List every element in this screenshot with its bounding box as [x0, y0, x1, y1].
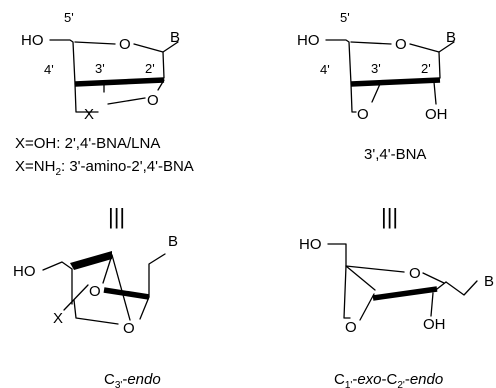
- position-2-label: 2': [421, 61, 431, 76]
- base-label: B: [168, 233, 178, 250]
- caption-lna-line2-prefix: X=NH: [15, 158, 55, 175]
- caption-bna34: 3',4'-BNA: [364, 146, 426, 163]
- c2-c1-bond: [436, 281, 447, 290]
- equivalence-mark-left: |||: [108, 204, 125, 229]
- c4-c3-wedge-bond: [70, 251, 112, 270]
- ring-oxygen-label: O: [395, 36, 407, 53]
- ring-oxygen-label: O: [409, 265, 421, 282]
- position-2-label: 2': [145, 61, 155, 76]
- base-label: B: [484, 273, 494, 290]
- caption-lna-line2: X=NH2: 3'-amino-2',4'-BNA: [15, 158, 194, 178]
- caption-endo: endo: [410, 371, 443, 388]
- caption-c3-endo-italic: endo: [127, 371, 160, 388]
- caption-exo: exo: [357, 371, 381, 388]
- ring-oxygen-label: O: [89, 283, 101, 300]
- bridge-bond-3: [157, 79, 165, 91]
- caption-c2-dash: -: [405, 371, 410, 388]
- caption-c1-exo-c2-endo: C1'-exo-C2'-endo: [334, 371, 443, 388]
- c5-bond: [325, 39, 352, 85]
- c3-c2-bold-bond: [74, 77, 165, 87]
- caption-c3-endo-subscript: 3': [115, 380, 123, 388]
- bridge-bond-2: [371, 83, 381, 103]
- hydroxyl-label: HO: [297, 32, 320, 49]
- hydroxyl-label: HO: [13, 263, 36, 280]
- bridge-bond-1: [74, 83, 99, 113]
- c2-oh-bond: [430, 292, 434, 317]
- caption-c1-c: C: [334, 371, 345, 388]
- c1-c2-bond: [438, 51, 441, 79]
- caption-c1-dash: -: [352, 371, 357, 388]
- caption-c3-endo-c: C: [104, 371, 115, 388]
- bridge-oxygen-label: O: [147, 92, 159, 109]
- position-5-label: 5': [64, 10, 74, 25]
- hydroxyl-label: HO: [299, 236, 322, 253]
- c1-base-bond: [445, 280, 478, 296]
- o-c1-bond: [422, 272, 445, 284]
- position-4-label: 4': [320, 62, 330, 77]
- c5-bond: [42, 261, 73, 271]
- position-3-label: 3': [95, 61, 105, 76]
- caption-c1-subscript: 1': [345, 380, 353, 388]
- c5-bond: [49, 39, 76, 85]
- c4-o-bond: [345, 265, 405, 273]
- base-label: B: [170, 29, 180, 46]
- c1-c2-bond: [162, 51, 165, 79]
- caption-c2-subscript: 2': [397, 380, 405, 388]
- caption-lna-line1: X=OH: 2',4'-BNA/LNA: [15, 135, 160, 152]
- caption-lna-line2-subscript: 2: [55, 167, 61, 178]
- c4-c3-bond: [345, 265, 376, 291]
- c3-c2-bold-bond: [372, 286, 438, 301]
- bridge-bond-left: [343, 265, 351, 319]
- bridge-bond-lower: [73, 299, 119, 325]
- c4-o-bond: [74, 41, 116, 45]
- substituent-x-label: X: [53, 310, 63, 327]
- structure-bna-34: HO 5' 4' 3' 2' O B O OH: [297, 10, 456, 123]
- caption-lna-line2-suffix: : 3'-amino-2',4'-BNA: [61, 158, 194, 175]
- ring-oxygen-label: O: [119, 36, 131, 53]
- position-4-label: 4': [44, 62, 54, 77]
- c1-bridge-bond: [139, 296, 150, 320]
- c2-oh-bond: [433, 81, 437, 105]
- c3-c2-bold-bond: [350, 77, 441, 87]
- c3-o-bond: [102, 254, 113, 284]
- structure-bna-lna: HO 5' 4' 3' 2' O B X O: [21, 10, 180, 123]
- position-3-label: 3': [371, 61, 381, 76]
- c3-bridge-bond: [111, 254, 131, 321]
- bridge-bond-2: [107, 97, 146, 105]
- caption-c3-endo: C3'-endo: [104, 371, 161, 388]
- bridge-bond-right: [359, 293, 375, 321]
- c1-base-bond: [148, 253, 166, 298]
- c5-bond: [327, 243, 347, 267]
- hydroxyl-2-label: OH: [425, 106, 448, 123]
- bridge-oxygen-label: O: [345, 319, 357, 336]
- bridge-oxygen-label: O: [357, 106, 369, 123]
- hydroxyl-2-label: OH: [423, 316, 446, 333]
- base-label: B: [446, 29, 456, 46]
- structure-c1-exo-c2-endo: HO O B O OH: [299, 236, 494, 336]
- substituent-x-label: X: [84, 106, 94, 123]
- bridge-bond-1: [350, 83, 357, 113]
- hydroxyl-label: HO: [21, 32, 44, 49]
- position-5-label: 5': [340, 10, 350, 25]
- structure-c3-endo: HO B O O X: [13, 233, 178, 337]
- c4-o-bond: [350, 41, 392, 45]
- caption-c3-endo-dash: -: [122, 371, 127, 388]
- bridge-oxygen-label: O: [123, 320, 135, 337]
- c3-x-bond: [63, 284, 89, 311]
- caption-c2-c: -C: [382, 371, 398, 388]
- o-c1-bold-bond: [103, 287, 150, 300]
- equivalence-mark-right: |||: [381, 204, 398, 229]
